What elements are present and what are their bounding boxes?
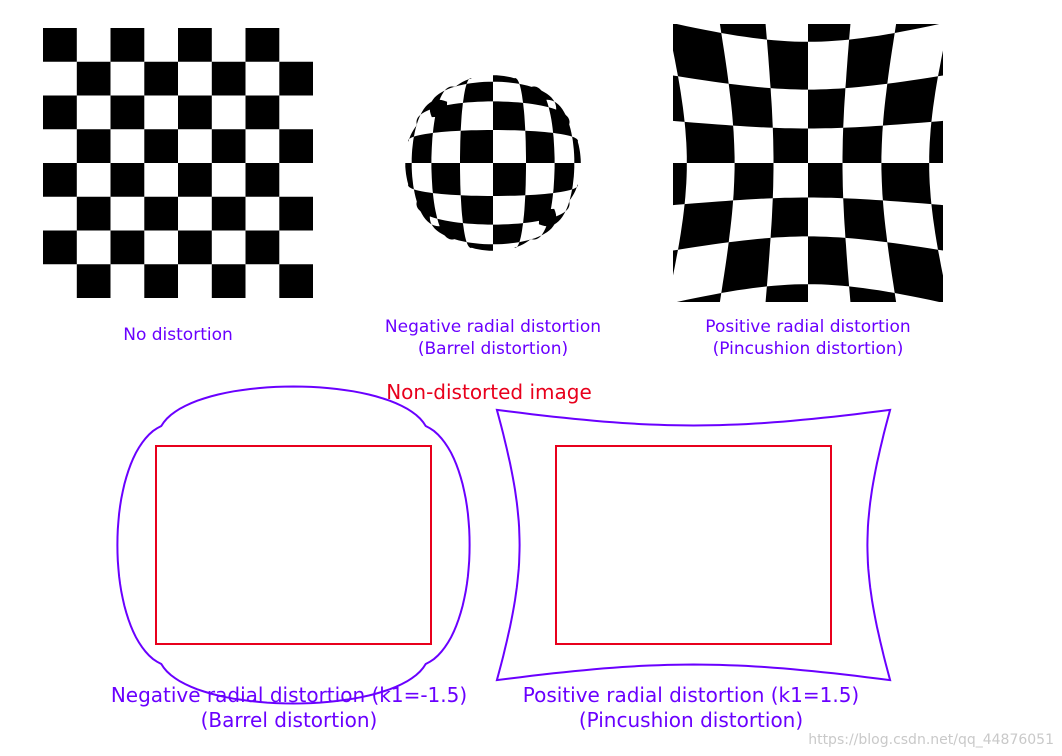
- checker-square: [43, 163, 77, 197]
- checker-square: [144, 264, 178, 298]
- watermark-text: https://blog.csdn.net/qq_44876051: [808, 732, 1054, 748]
- non-distorted-image-label: Non-distorted image: [386, 380, 592, 405]
- caption-barrel-checkerboard: Negative radial distortion (Barrel disto…: [385, 316, 601, 360]
- checker-square: [77, 197, 111, 231]
- checker-square: [729, 84, 773, 128]
- checker-square: [579, 0, 667, 22]
- checker-square: [493, 163, 526, 196]
- checker-square: [460, 130, 493, 163]
- checker-square: [178, 96, 212, 130]
- caption-barrel-rect: Negative radial distortion (k1=-1.5) (Ba…: [111, 683, 467, 733]
- checker-square: [931, 204, 1002, 260]
- checker-square: [667, 22, 729, 84]
- caption-pincushion-rect: Positive radial distortion (k1=1.5) (Pin…: [523, 683, 859, 733]
- checker-square: [553, 163, 574, 193]
- checker-square: [144, 129, 178, 163]
- checker-square: [212, 264, 246, 298]
- checker-square: [77, 129, 111, 163]
- checker-square: [246, 28, 280, 62]
- checker-square: [412, 133, 433, 163]
- caption-barrel-checkerboard-line1: Negative radial distortion: [385, 316, 601, 338]
- checker-square: [43, 28, 77, 62]
- checker-square: [43, 231, 77, 265]
- checker-square: [771, 198, 808, 238]
- checker-square: [525, 131, 554, 163]
- checker-square: [843, 198, 887, 242]
- checker-square: [883, 76, 938, 125]
- checker-square: [808, 236, 849, 286]
- checker-square: [246, 163, 280, 197]
- checker-square: [685, 122, 735, 163]
- checker-square: [463, 82, 493, 103]
- reference-rectangle-left: [156, 446, 431, 644]
- checker-square: [111, 96, 145, 130]
- checker-square: [144, 62, 178, 96]
- checker-square: [721, 238, 770, 293]
- caption-barrel-rect-line1: Negative radial distortion (k1=-1.5): [111, 683, 467, 708]
- checker-square: [845, 33, 894, 88]
- checker-square: [279, 62, 313, 96]
- checker-square: [246, 231, 280, 265]
- checker-square: [938, 6, 1017, 76]
- checker-square: [493, 223, 523, 244]
- checker-square: [808, 0, 854, 42]
- checkerboard-barrel: [405, 75, 581, 251]
- caption-no-distortion: No distortion: [123, 324, 233, 346]
- checker-square: [144, 197, 178, 231]
- checker-square: [433, 103, 463, 133]
- checker-square: [77, 264, 111, 298]
- checker-square: [895, 0, 965, 33]
- checker-square: [808, 88, 845, 128]
- checker-square: [493, 101, 525, 130]
- checker-square: [808, 163, 843, 198]
- checker-square: [614, 66, 685, 122]
- checker-square: [212, 62, 246, 96]
- checker-square: [431, 163, 460, 195]
- checker-square: [733, 163, 773, 200]
- checker-square: [767, 40, 808, 90]
- non-distorted-image-text: Non-distorted image: [386, 380, 592, 405]
- caption-pincushion-rect-line2: (Pincushion distortion): [523, 708, 859, 733]
- checker-square: [111, 163, 145, 197]
- checker-square: [493, 75, 519, 84]
- checker-square: [843, 126, 883, 163]
- caption-pincushion-rect-line1: Positive radial distortion (k1=1.5): [523, 683, 859, 708]
- checker-square: [467, 242, 493, 251]
- checker-square: [178, 163, 212, 197]
- checkerboard-no-distortion: [43, 28, 313, 298]
- caption-pincushion-checkerboard: Positive radial distortion (Pincushion d…: [705, 316, 910, 360]
- caption-pincushion-checkerboard-line1: Positive radial distortion: [705, 316, 910, 338]
- caption-pincushion-checkerboard-line2: (Pincushion distortion): [705, 338, 910, 360]
- caption-no-distortion-line1: No distortion: [123, 324, 233, 346]
- reference-rectangle-right: [556, 446, 831, 644]
- checker-square: [599, 250, 678, 320]
- checker-square: [572, 137, 581, 163]
- checker-square: [279, 197, 313, 231]
- checker-square: [773, 128, 808, 163]
- caption-barrel-checkerboard-line2: (Barrel distortion): [385, 338, 601, 360]
- checker-square: [405, 163, 414, 189]
- checker-square: [678, 200, 733, 249]
- checker-square: [929, 117, 993, 163]
- checker-square: [887, 242, 949, 304]
- checker-square: [77, 62, 111, 96]
- checker-square: [178, 28, 212, 62]
- barrel-distorted-outline: [117, 387, 469, 704]
- checker-square: [461, 195, 493, 224]
- checker-square: [279, 264, 313, 298]
- checker-square: [212, 197, 246, 231]
- checker-square: [246, 96, 280, 130]
- checker-square: [881, 163, 931, 204]
- checker-square: [178, 231, 212, 265]
- checker-square: [949, 304, 1037, 392]
- checker-square: [279, 129, 313, 163]
- caption-barrel-rect-line2: (Barrel distortion): [111, 708, 467, 733]
- checker-square: [43, 96, 77, 130]
- checker-square: [111, 28, 145, 62]
- checker-square: [623, 163, 687, 209]
- checker-square: [111, 231, 145, 265]
- checker-square: [212, 129, 246, 163]
